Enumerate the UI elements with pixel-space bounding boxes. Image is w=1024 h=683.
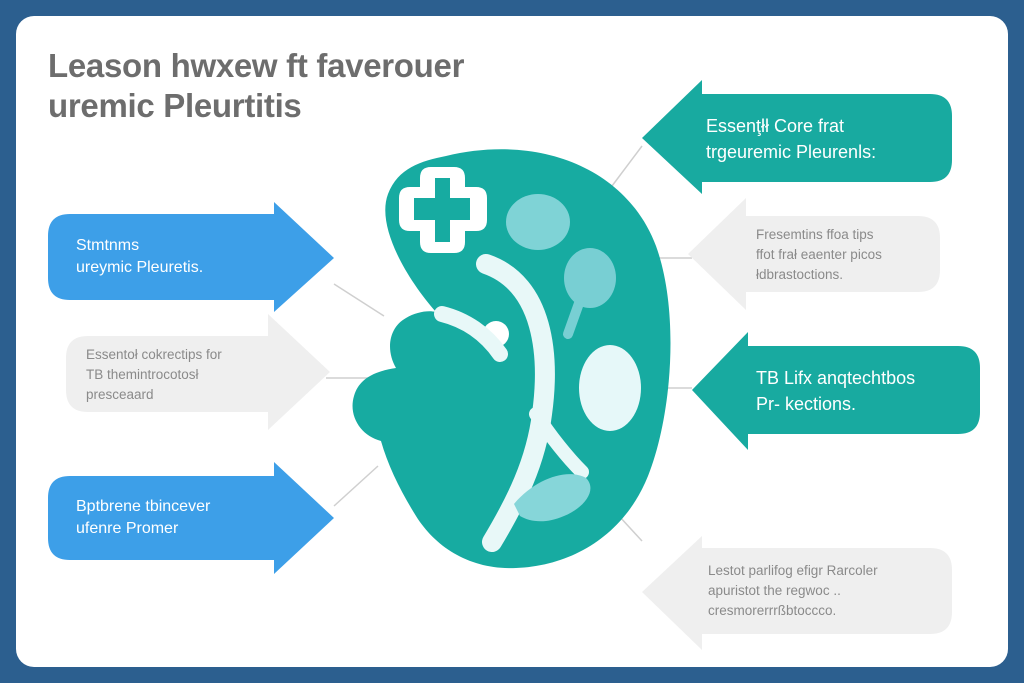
callout-right-top-line-2: trgeuremic Pleurenls: <box>706 142 877 162</box>
page-title: Leason hwxew ft faverouer uremic Pleurti… <box>48 46 568 126</box>
callout-left-middle-line-3: presceaard <box>86 387 154 402</box>
callout-shape-left-top <box>48 202 334 312</box>
organ-tube-lower <box>529 407 589 479</box>
callout-right-top-line-1: Essenţłł Core frat <box>706 116 845 136</box>
callout-right-bottom-line-2: apuristot the regwoc .. <box>708 583 841 598</box>
diagram-graphics <box>48 80 980 650</box>
callout-shape-right-top <box>642 80 952 194</box>
title-line-2: uremic Pleurtitis <box>48 87 302 124</box>
callout-right-upper-middle-line-1: Fresemtins ffoa tips <box>756 227 874 242</box>
callout-left-bottom-line-1: Bptbrene tbincever <box>76 498 211 515</box>
callout-right-bottom-line-1: Lestot parlifog efigr Rarcoler <box>708 563 878 578</box>
callout-right-bottom: Lestot parlifog efigr Rarcoler apuristot… <box>708 554 948 628</box>
callout-shape-left-bottom <box>48 462 334 574</box>
callout-left-top-line-2: ureymic Pleuretis. <box>76 259 204 276</box>
callout-right-lower-middle: TB Lifx anqtechtbos Pr- kections. <box>756 352 976 430</box>
callout-left-top: Stmtnms ureymic Pleuretis. <box>76 220 276 294</box>
callout-left-middle: Essentoł cokrectips for TB themintrocoto… <box>86 340 276 410</box>
callout-shape-right-upper-middle <box>688 198 940 310</box>
callout-right-lower-middle-line-2: Pr- kections. <box>756 394 857 414</box>
organ-cell-large <box>579 345 641 431</box>
callout-shape-left-middle <box>66 314 330 430</box>
callout-right-upper-middle: Fresemtins ffoa tips ffot frał eaenter p… <box>756 220 936 290</box>
organ-duct-small <box>563 273 593 339</box>
callout-shape-right-lower-middle <box>692 332 980 450</box>
callout-right-bottom-line-3: cresmorerrrßbtoccco. <box>708 603 837 618</box>
callout-left-bottom-line-2: ufenre Promer <box>76 520 179 537</box>
connector-left-top <box>333 283 385 317</box>
callout-right-upper-middle-line-2: ffot frał eaenter picos <box>756 247 882 262</box>
callout-right-upper-middle-line-3: łdbrastoctions. <box>756 267 844 282</box>
organ-cell-top <box>506 194 570 250</box>
kidney-organ-icon <box>352 149 671 569</box>
medical-cross-icon <box>399 167 487 253</box>
infographic-card: Leason hwxew ft faverouer uremic Pleurti… <box>16 16 1008 667</box>
organ-cell-bottom <box>514 474 591 522</box>
callout-right-lower-middle-line-1: TB Lifx anqtechtbos <box>756 368 916 388</box>
connector-left-bottom <box>333 465 379 507</box>
callout-left-middle-line-1: Essentoł cokrectips for <box>86 347 222 362</box>
callout-left-top-line-1: Stmtnms <box>76 237 140 254</box>
title-line-1: Leason hwxew ft faverouer <box>48 47 465 84</box>
callout-shape-right-bottom <box>642 536 952 650</box>
callout-right-top: Essenţłł Core frat trgeuremic Pleurenls: <box>706 100 946 178</box>
callout-left-bottom: Bptbrene tbincever ufenre Promer <box>76 482 276 554</box>
organ-tube-branch <box>434 306 508 362</box>
callout-left-middle-line-2: TB themintrocotosł <box>86 367 199 382</box>
